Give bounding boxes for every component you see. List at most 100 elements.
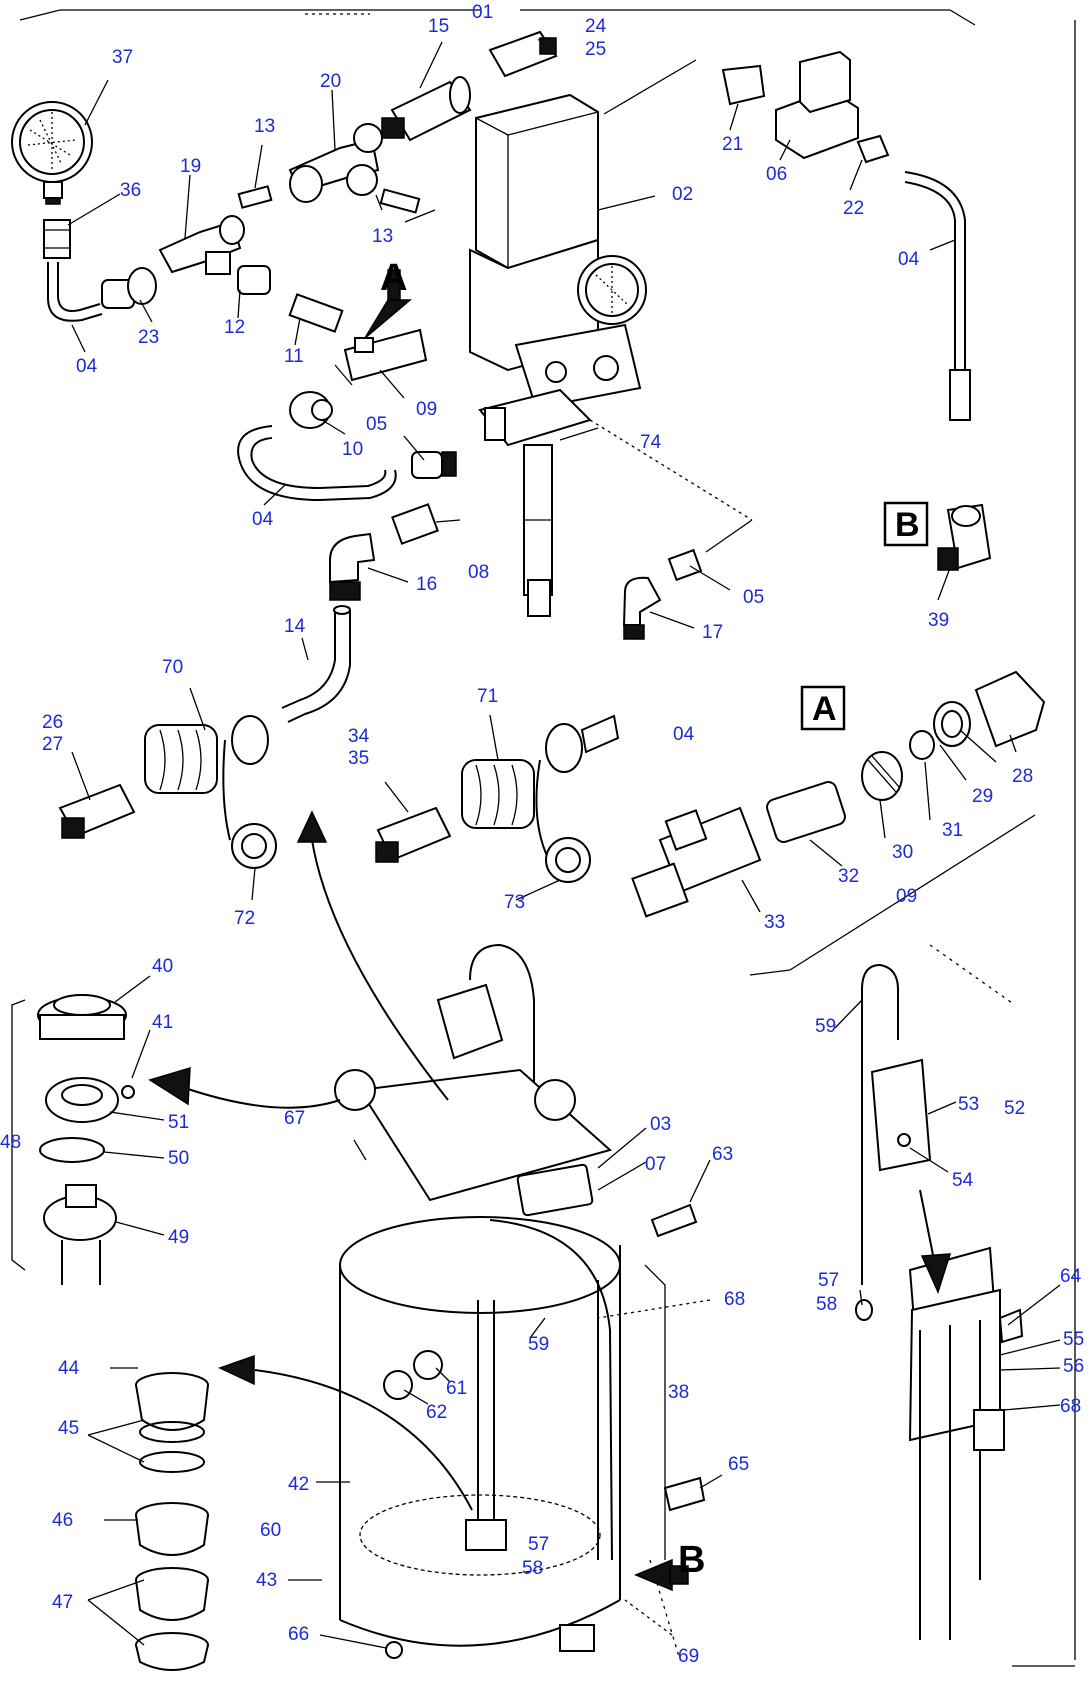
label-12: 12 [224,317,245,338]
label-43: 43 [256,1570,277,1591]
label-71: 71 [477,686,498,707]
detail-a-letter: A [812,690,837,728]
pump-unit-02-74 [469,93,647,617]
label-16: 16 [416,574,437,595]
label-61: 61 [446,1378,467,1399]
label-44: 44 [58,1358,80,1379]
label-25: 25 [585,39,606,60]
label-30: 30 [892,842,913,863]
label-21: 21 [722,134,743,155]
label-04c: 04 [673,724,695,745]
label-57b: 57 [818,1270,839,1291]
label-04b: 04 [252,509,274,530]
label-64: 64 [1060,1266,1082,1287]
fittings-08-16-14 [281,503,439,723]
label-49: 49 [168,1227,189,1248]
detail-a-parts [631,670,1046,918]
label-04d: 04 [898,249,920,270]
right-parts [855,963,1024,1640]
fittings-05-17 [622,548,703,640]
label-09a: 09 [416,399,437,420]
gauge-37 [11,101,93,205]
label-60: 60 [260,1520,281,1541]
label-59a: 59 [815,1016,836,1037]
label-70: 70 [162,657,183,678]
label-03: 03 [650,1114,671,1135]
label-69: 69 [678,1646,699,1667]
coupling-70 [58,715,277,869]
label-27: 27 [42,734,63,755]
label-01: 01 [472,2,493,23]
label-45: 45 [58,1418,79,1439]
tank-assembly [334,943,706,1659]
label-20: 20 [320,71,341,92]
label-05a: 05 [366,414,387,435]
label-26: 26 [42,712,63,733]
label-36: 36 [120,180,141,201]
label-51: 51 [168,1112,189,1133]
label-56: 56 [1063,1356,1084,1377]
valves-15-24 [381,30,558,142]
label-74: 74 [640,432,662,453]
label-67: 67 [284,1108,305,1129]
label-50: 50 [168,1148,189,1169]
leader-lines [67,37,1061,1649]
label-39: 39 [928,610,949,631]
label-02: 02 [672,184,693,205]
label-17: 17 [702,622,723,643]
label-07: 07 [645,1154,666,1175]
fittings-10-05-04 [237,391,457,502]
curved-arrows [148,269,952,1592]
valve-06-21-22 [721,50,992,571]
tee-19-20-13 [158,123,421,275]
label-72: 72 [234,908,255,929]
label-68a: 68 [724,1289,745,1310]
label-37: 37 [112,47,133,68]
fittings-12-11-09 [237,265,428,386]
label-24: 24 [585,16,607,37]
label-46: 46 [52,1510,73,1531]
label-14: 14 [284,616,306,637]
label-35: 35 [348,748,369,769]
detail-b-letter: B [895,506,920,544]
label-29: 29 [972,786,993,807]
label-58a: 58 [522,1558,543,1579]
label-53: 53 [958,1094,979,1115]
label-11: 11 [284,346,304,367]
label-22: 22 [843,198,864,219]
label-41: 41 [152,1012,173,1033]
label-42: 42 [288,1474,309,1495]
label-63: 63 [712,1144,733,1165]
label-33: 33 [764,912,785,933]
label-66: 66 [288,1624,309,1645]
label-13b: 13 [372,226,393,247]
arrow-b-letter: B [678,1539,705,1581]
detail-b-frame: B [883,501,929,547]
detail-a-frame: A [800,685,846,731]
label-31: 31 [942,820,963,841]
label-58b: 58 [816,1294,837,1315]
label-34: 34 [348,726,370,747]
label-57a: 57 [528,1534,549,1555]
label-62: 62 [426,1402,447,1423]
label-47: 47 [52,1592,73,1613]
label-48: 48 [0,1132,21,1153]
left-stack [37,994,209,1671]
label-40: 40 [152,956,173,977]
label-54: 54 [952,1170,974,1191]
label-28: 28 [1012,766,1033,787]
label-38: 38 [668,1382,689,1403]
label-15: 15 [428,16,449,37]
label-09b: 09 [896,886,917,907]
label-10: 10 [342,439,363,460]
label-73: 73 [504,892,525,913]
label-52: 52 [1004,1098,1025,1119]
label-08: 08 [468,562,489,583]
label-04a: 04 [76,356,98,377]
fittings-36-23-04 [43,219,157,322]
label-19: 19 [180,156,201,177]
label-65: 65 [728,1454,749,1475]
label-32: 32 [838,866,859,887]
